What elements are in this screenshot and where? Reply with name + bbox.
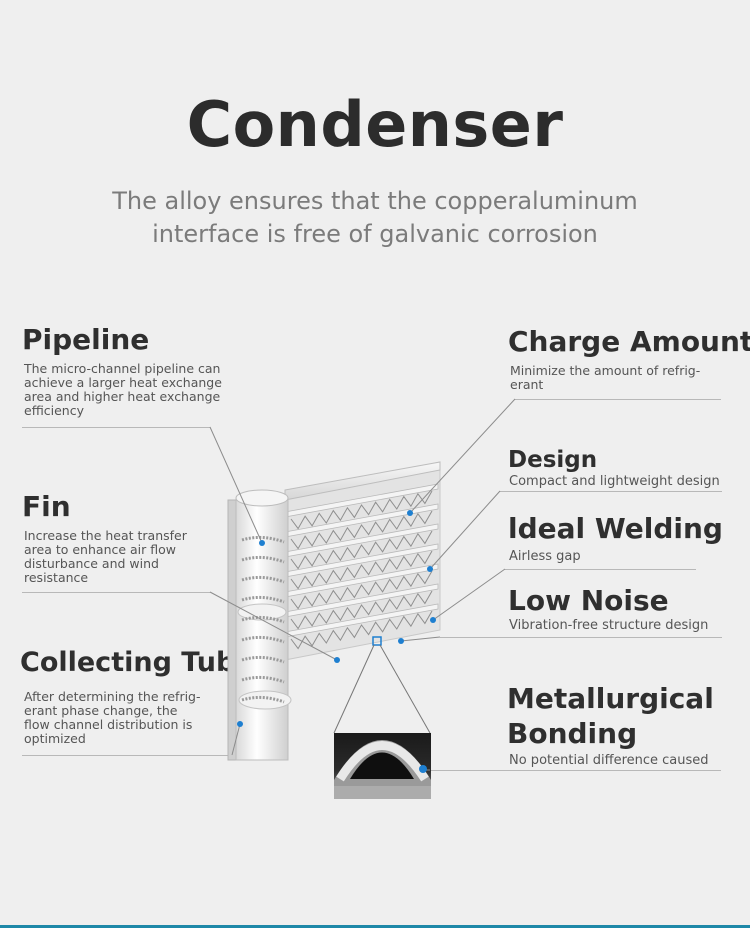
fin-leader-underline (22, 592, 210, 593)
tube-coil (241, 635, 285, 644)
fin-wave (290, 550, 433, 590)
page-title: Condenser (186, 88, 564, 161)
collecting-tube-edge (227, 499, 237, 761)
low-noise-leader-underline (440, 637, 722, 638)
collecting-tube-cap (238, 690, 292, 710)
fin-rows (284, 483, 439, 650)
ideal-welding-dot (430, 617, 436, 623)
fin-leader (209, 591, 338, 661)
fin-wave (290, 530, 433, 570)
label-low-noise-title: Low Noise (508, 584, 669, 617)
ideal-welding-leader-underline (505, 569, 696, 570)
label-collecting-tube-title: Collecting Tube (20, 647, 254, 678)
zoom-line-left (333, 644, 375, 734)
label-design-desc: Compact and lightweight design (509, 474, 720, 489)
ideal-welding-leader (432, 568, 506, 621)
collecting-tube-top (235, 489, 289, 507)
label-metallurgical-bonding-desc: No potential difference caused (509, 753, 709, 768)
tube-coil (241, 675, 285, 684)
pipeline-leader-underline (22, 427, 210, 428)
tube-coil (241, 595, 285, 604)
label-charge-amount-desc: Minimize the amount of refrig- erant (510, 363, 701, 392)
label-collecting-tube-desc: After determining the refrig- erant phas… (24, 689, 201, 746)
low-noise-dot (398, 638, 404, 644)
collecting-tube (235, 497, 289, 761)
label-fin-title: Fin (22, 490, 71, 523)
fin-wave (290, 610, 433, 650)
tube-coil (241, 615, 285, 624)
label-ideal-welding-title: ldeal Welding (508, 512, 723, 545)
tube-coil (241, 555, 285, 564)
design-leader-underline (500, 491, 722, 492)
charge-amount-leader (409, 398, 516, 514)
tube-coils (241, 535, 285, 704)
label-charge-amount-title: Charge Amount (508, 325, 750, 358)
tube-coil (241, 535, 285, 544)
pipeline-dot (259, 540, 265, 546)
subtitle: The alloy ensures that the copperaluminu… (75, 185, 675, 251)
zoom-source-box (372, 636, 382, 646)
tube-coil (241, 575, 285, 584)
collecting-tube-leader (231, 723, 241, 756)
fin-wave (290, 510, 433, 550)
label-fin-desc: Increase the heat transfer area to enhan… (24, 528, 187, 585)
fin-wave (290, 590, 433, 630)
label-pipeline-title: Pipeline (22, 323, 150, 356)
bonding-micrograph (334, 733, 431, 799)
label-ideal-welding-desc: Airless gap (509, 549, 581, 564)
collecting-tube-leader-underline (22, 755, 232, 756)
charge-amount-leader-underline (515, 399, 721, 400)
subtitle-line-1: The alloy ensures that the copperaluminu… (112, 187, 638, 215)
collecting-tube-dot (237, 721, 243, 727)
pipeline-leader (209, 426, 263, 544)
charge-amount-dot (407, 510, 413, 516)
metallurgical-bonding-leader-underline (425, 770, 721, 771)
label-metallurgical-bonding-title: Metallurgical Bonding (507, 682, 714, 750)
fin-wave (290, 490, 433, 530)
fin-wave (290, 570, 433, 610)
label-pipeline-desc: The micro-channel pipeline can achieve a… (24, 361, 222, 418)
tube-coil (241, 655, 285, 664)
low-noise-leader (400, 636, 441, 642)
fin-dot (334, 657, 340, 663)
tube-coil (241, 695, 285, 704)
label-design-title: Design (508, 447, 598, 473)
label-low-noise-desc: Vibration-free structure design (509, 618, 709, 633)
design-dot (427, 566, 433, 572)
bonding-dot (419, 765, 427, 773)
zoom-line-right (379, 644, 431, 734)
bottom-accent-bar (0, 925, 750, 928)
design-leader (429, 490, 501, 570)
subtitle-line-2: interface is free of galvanic corrosion (152, 220, 598, 248)
